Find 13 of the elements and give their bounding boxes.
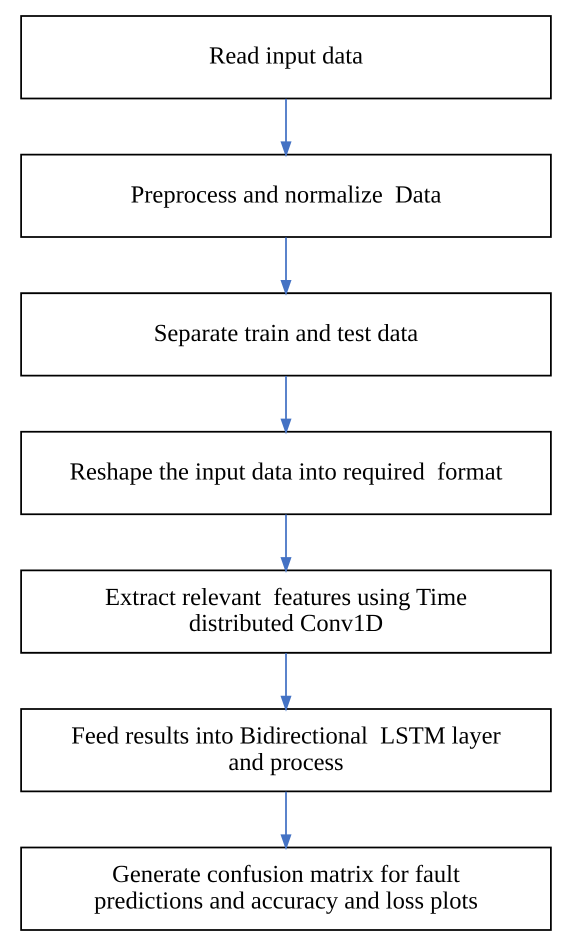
node-box: Separate train and test data: [20, 292, 552, 376]
arrow: [280, 652, 292, 712]
node-box: Reshape the input data into required format: [20, 430, 552, 515]
arrow: [280, 514, 292, 572]
node-box: Preprocess and normalize Data: [20, 153, 552, 238]
node-box: Feed results into Bidirectional LSTM layer and process: [20, 708, 552, 792]
node-box: Read input data: [20, 14, 552, 99]
arrow: [280, 98, 292, 157]
node-box: Extract relevant features using Time distributed Conv1D: [20, 568, 552, 654]
arrow: [280, 791, 292, 850]
node-box: Generate confusion matrix for fault predictions and accuracy and loss plots: [20, 846, 552, 930]
arrow: [280, 375, 292, 434]
arrow: [280, 236, 292, 296]
